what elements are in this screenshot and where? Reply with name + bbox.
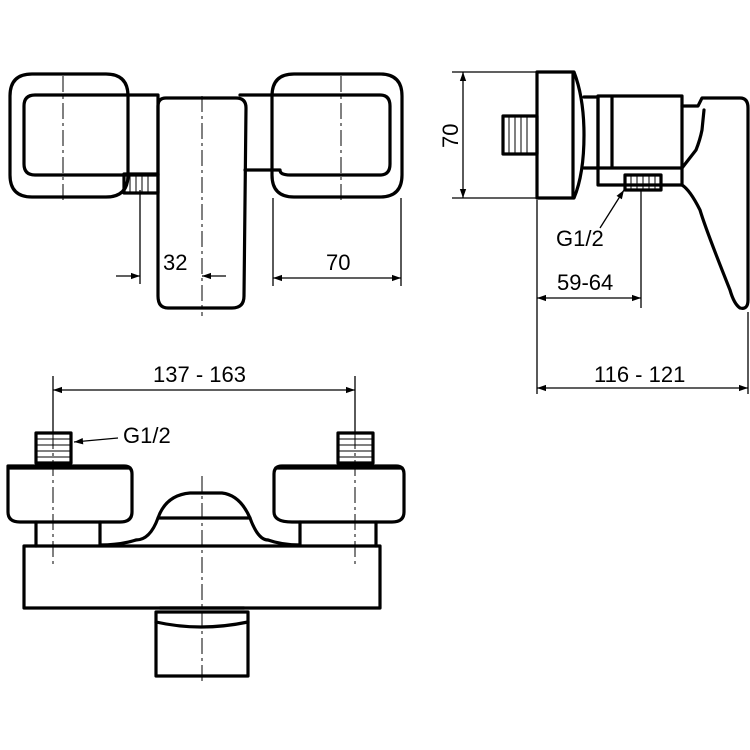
dim-label-height: 70 [438,124,463,148]
side-inlet-thread [501,114,539,156]
dim-label-centers: 137 - 163 [153,362,246,387]
front-view: 137 - 163 G1/2 [6,362,406,684]
side-body-block [596,94,684,170]
front-lever-curve [154,620,250,629]
side-lever [680,96,750,310]
side-body-lower [596,166,684,187]
dim-label-inlet: 59-64 [557,270,613,295]
dim-label-70: 70 [326,250,350,275]
front-cap-left [6,464,134,524]
front-saddle [134,491,270,542]
side-body [582,95,600,170]
front-cap-right [272,464,406,524]
leader-g12-front [73,437,119,445]
front-connector-right [266,520,378,548]
front-lever [154,610,250,678]
side-outlet-thread [623,173,663,192]
front-connector-left [34,520,138,548]
top-left-cap [8,72,160,199]
side-view: 70 G1/2 [438,70,750,394]
dim-label-overall: 116 - 121 [594,362,685,387]
thread-label-side: G1/2 [556,226,604,251]
leader-g12-side [599,189,625,229]
dim-label-32: 32 [163,250,187,275]
top-thread-stub [122,172,160,195]
top-view: 32 70 [8,72,404,316]
thread-label-front: G1/2 [123,423,171,448]
side-cap [535,70,586,200]
top-lever [156,96,248,310]
top-right-cap [238,72,404,199]
